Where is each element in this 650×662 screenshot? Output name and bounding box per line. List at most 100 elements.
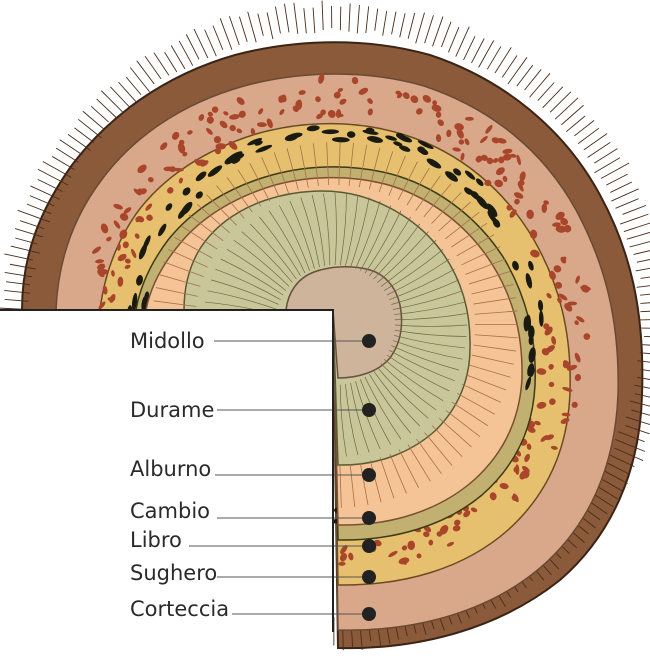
bark-hatch-stroke [487,46,501,69]
pointer-dot-cambio [362,511,376,525]
sapwood-line [152,327,195,328]
bark-hatch-stroke [623,205,647,214]
bark-hatch-stroke [584,133,607,149]
bark-hatch-stroke [495,47,511,73]
bark-hatch-stroke [616,199,639,209]
bark-hatch-stroke [640,311,650,312]
bark-hatch-stroke [550,92,571,112]
bark-hatch-stroke [634,248,650,254]
bark-hatch-stroke [78,119,101,138]
phloem-spot [99,313,109,323]
bark-hatch-stroke [636,266,650,271]
bark-hatch-stroke [267,13,273,40]
bark-hatch-stroke [416,13,425,44]
bark-hatch-stroke [1,351,30,353]
bark-hatch-stroke [400,13,405,37]
bark-hatch-stroke [284,4,289,33]
bark-hatch-stroke [126,77,141,95]
bark-hatch-stroke [3,342,31,344]
bark-hatch-stroke [186,34,199,59]
bark-hatch-stroke [357,5,359,33]
bark-hatch-stroke [52,156,74,169]
bark-hatch-stroke [205,30,217,57]
bark-hatch-stroke [101,91,123,113]
bark-hatch-stroke [97,99,117,118]
label-cambio: Cambio [130,499,210,523]
bark-hatch-stroke [239,17,247,42]
bark-hatch-stroke [611,189,638,201]
phloem-spot [103,317,110,329]
bark-hatch-stroke [606,174,627,185]
bark-hatch-stroke [630,239,650,247]
bark-hatch-stroke [1,317,28,318]
phloem-spot [111,312,120,320]
bark-hatch-stroke [637,257,650,262]
bark-hatch-stroke [275,7,280,34]
bark-hatch-stroke [91,106,108,122]
bark-hatch-stroke [555,98,578,119]
bark-hatch-stroke [248,12,257,43]
bark-hatch-stroke [640,293,650,296]
medullary-ray [204,330,276,336]
bark-hatch-stroke [620,214,648,224]
bark-hatch-stroke [83,111,104,129]
bark-hatch-stroke [644,336,650,337]
pointer-dot-sughero [362,570,376,584]
phloem-spot [95,340,103,348]
bark-hatch-stroke [325,621,326,644]
bark-hatch-stroke [294,3,298,34]
bark-hatch-stroke [637,284,650,287]
label-durame: Durame [130,398,214,422]
label-alburno: Alburno [130,457,211,481]
bark-hatch-stroke [640,301,650,303]
bark-hatch-stroke [464,36,475,60]
bark-hatch-stroke [441,22,451,47]
phloem-spot [567,301,577,305]
label-corteccia: Corteccia [130,597,229,621]
pointer-dot-libro [362,539,376,553]
pith-core [286,267,402,378]
bark-hatch-stroke [408,13,415,39]
bark-hatch-stroke [627,230,650,239]
bark-hatch-stroke [433,17,443,47]
bark-hatch-stroke [213,26,223,50]
bark-hatch-stroke [375,9,378,31]
medullary-ray [203,324,275,325]
bark-hatch-stroke [601,163,629,178]
bark-hatch-stroke [322,1,323,30]
pointer-dot-durame [362,403,376,417]
bark-hatch-stroke [258,14,263,36]
phloem-spot [77,317,86,326]
pointer-dot-midollo [362,334,376,348]
layer-labels: Midollo Durame Alburno Cambio Libro Sugh… [130,329,229,621]
bark-hatch-stroke [448,27,459,52]
pointer-dot-alburno [362,468,376,482]
label-sughero: Sughero [130,561,217,585]
bark-hatch-stroke [471,38,484,62]
bark-hatch-stroke [639,319,650,320]
bark-hatch-stroke [530,73,550,97]
phloem-spot [113,338,122,346]
bark-hatch-stroke [349,3,350,31]
bark-hatch-stroke [392,12,396,35]
bark-hatch-stroke [640,275,650,279]
bark-hatch-stroke [624,222,650,232]
bark-hatch-stroke [118,82,136,102]
label-libro: Libro [130,528,182,552]
bark-hatch-stroke [220,18,232,49]
phloem-spot [113,334,118,338]
bark-hatch-stroke [610,182,632,192]
pointer-dot-corteccia [362,607,376,621]
bark-hatch-stroke [130,68,149,92]
phloem-spot [107,320,119,330]
phloem-spot [83,318,93,329]
bark-hatch-stroke [229,16,239,45]
bark-hatch-stroke [383,11,387,36]
bark-hatch-stroke [43,161,71,177]
bark-hatch-stroke [543,87,563,108]
label-midollo: Midollo [130,329,205,353]
bark-hatch-stroke [110,87,129,107]
